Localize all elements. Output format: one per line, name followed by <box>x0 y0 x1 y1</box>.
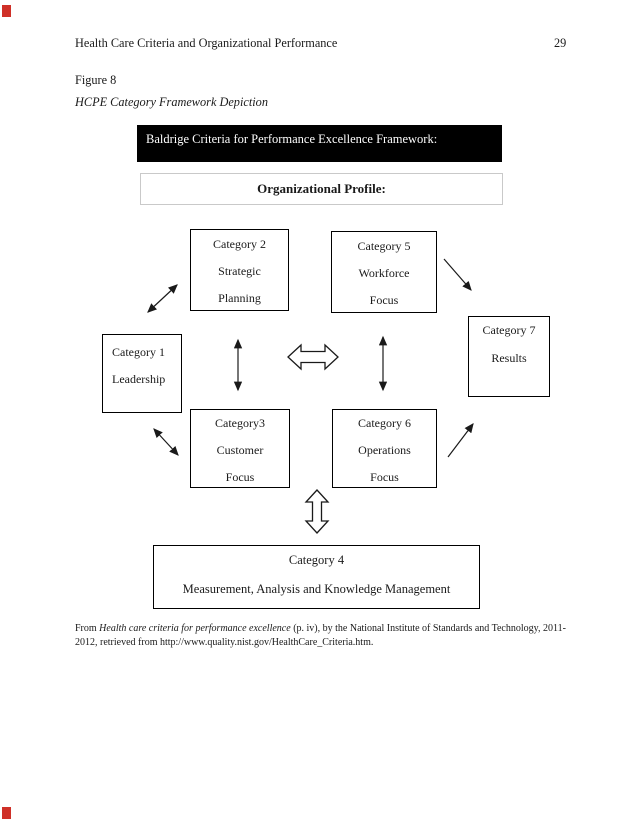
category-6-line3: Focus <box>370 470 399 484</box>
organizational-profile-box: Organizational Profile: <box>140 173 503 205</box>
arrow-cat1-cat2-icon <box>147 284 178 313</box>
category-3-box: Category3 Customer Focus <box>190 409 290 488</box>
category-5-box: Category 5 Workforce Focus <box>331 231 437 313</box>
center-block-arrow-icon <box>287 343 339 371</box>
citation-prefix: From <box>75 623 100 634</box>
arrow-cat5-cat7-icon <box>443 258 472 291</box>
category-5-line3: Focus <box>369 293 399 307</box>
category-1-title: Category 1 <box>112 345 165 359</box>
category-2-line3: Planning <box>218 291 261 305</box>
category-4-title: Category 4 <box>288 553 345 567</box>
category-7-line2: Results <box>491 351 527 365</box>
category-2-line2: Strategic <box>218 264 261 278</box>
citation-suffix: (p. iv), by the National Institute of St… <box>75 623 566 648</box>
category-7-title: Category 7 <box>482 323 536 337</box>
arrow-cat1-cat3-icon <box>153 428 179 456</box>
category-7-box: Category 7 Results <box>468 316 550 397</box>
framework-banner: Baldrige Criteria for Performance Excell… <box>137 125 502 162</box>
page-number: 29 <box>554 36 567 50</box>
organizational-profile-text: Organizational Profile: <box>257 181 386 196</box>
category-6-box: Category 6 Operations Focus <box>332 409 437 488</box>
cat4-block-arrow-icon <box>304 489 330 534</box>
category-4-line2: Measurement, Analysis and Knowledge Mana… <box>182 582 451 596</box>
category-3-line2: Customer <box>216 443 264 457</box>
figure-label: Figure 8 <box>75 73 117 87</box>
arrow-cat6-cat7-icon <box>447 423 474 458</box>
category-3-title: Category3 <box>215 416 265 430</box>
category-2-title: Category 2 <box>213 237 266 251</box>
red-edge-mark-bottom <box>2 807 11 819</box>
red-edge-mark-top <box>2 5 11 17</box>
category-1-line2: Leadership <box>112 372 166 386</box>
figure-caption: HCPE Category Framework Depiction <box>75 95 268 109</box>
framework-banner-text: Baldrige Criteria for Performance Excell… <box>146 132 438 146</box>
category-5-title: Category 5 <box>357 239 411 253</box>
category-6-line2: Operations <box>358 443 411 457</box>
category-2-box: Category 2 Strategic Planning <box>190 229 289 311</box>
running-head: Health Care Criteria and Organizational … <box>75 36 338 50</box>
category-5-line2: Workforce <box>358 266 410 280</box>
category-1-box: Category 1 Leadership <box>102 334 182 413</box>
category-3-line3: Focus <box>225 470 255 484</box>
citation-source-title: Health care criteria for performance exc… <box>99 623 291 634</box>
category-6-title: Category 6 <box>358 416 411 430</box>
category-4-box: Category 4 Measurement, Analysis and Kno… <box>153 545 480 609</box>
figure-citation: From Health care criteria for performanc… <box>75 622 575 649</box>
